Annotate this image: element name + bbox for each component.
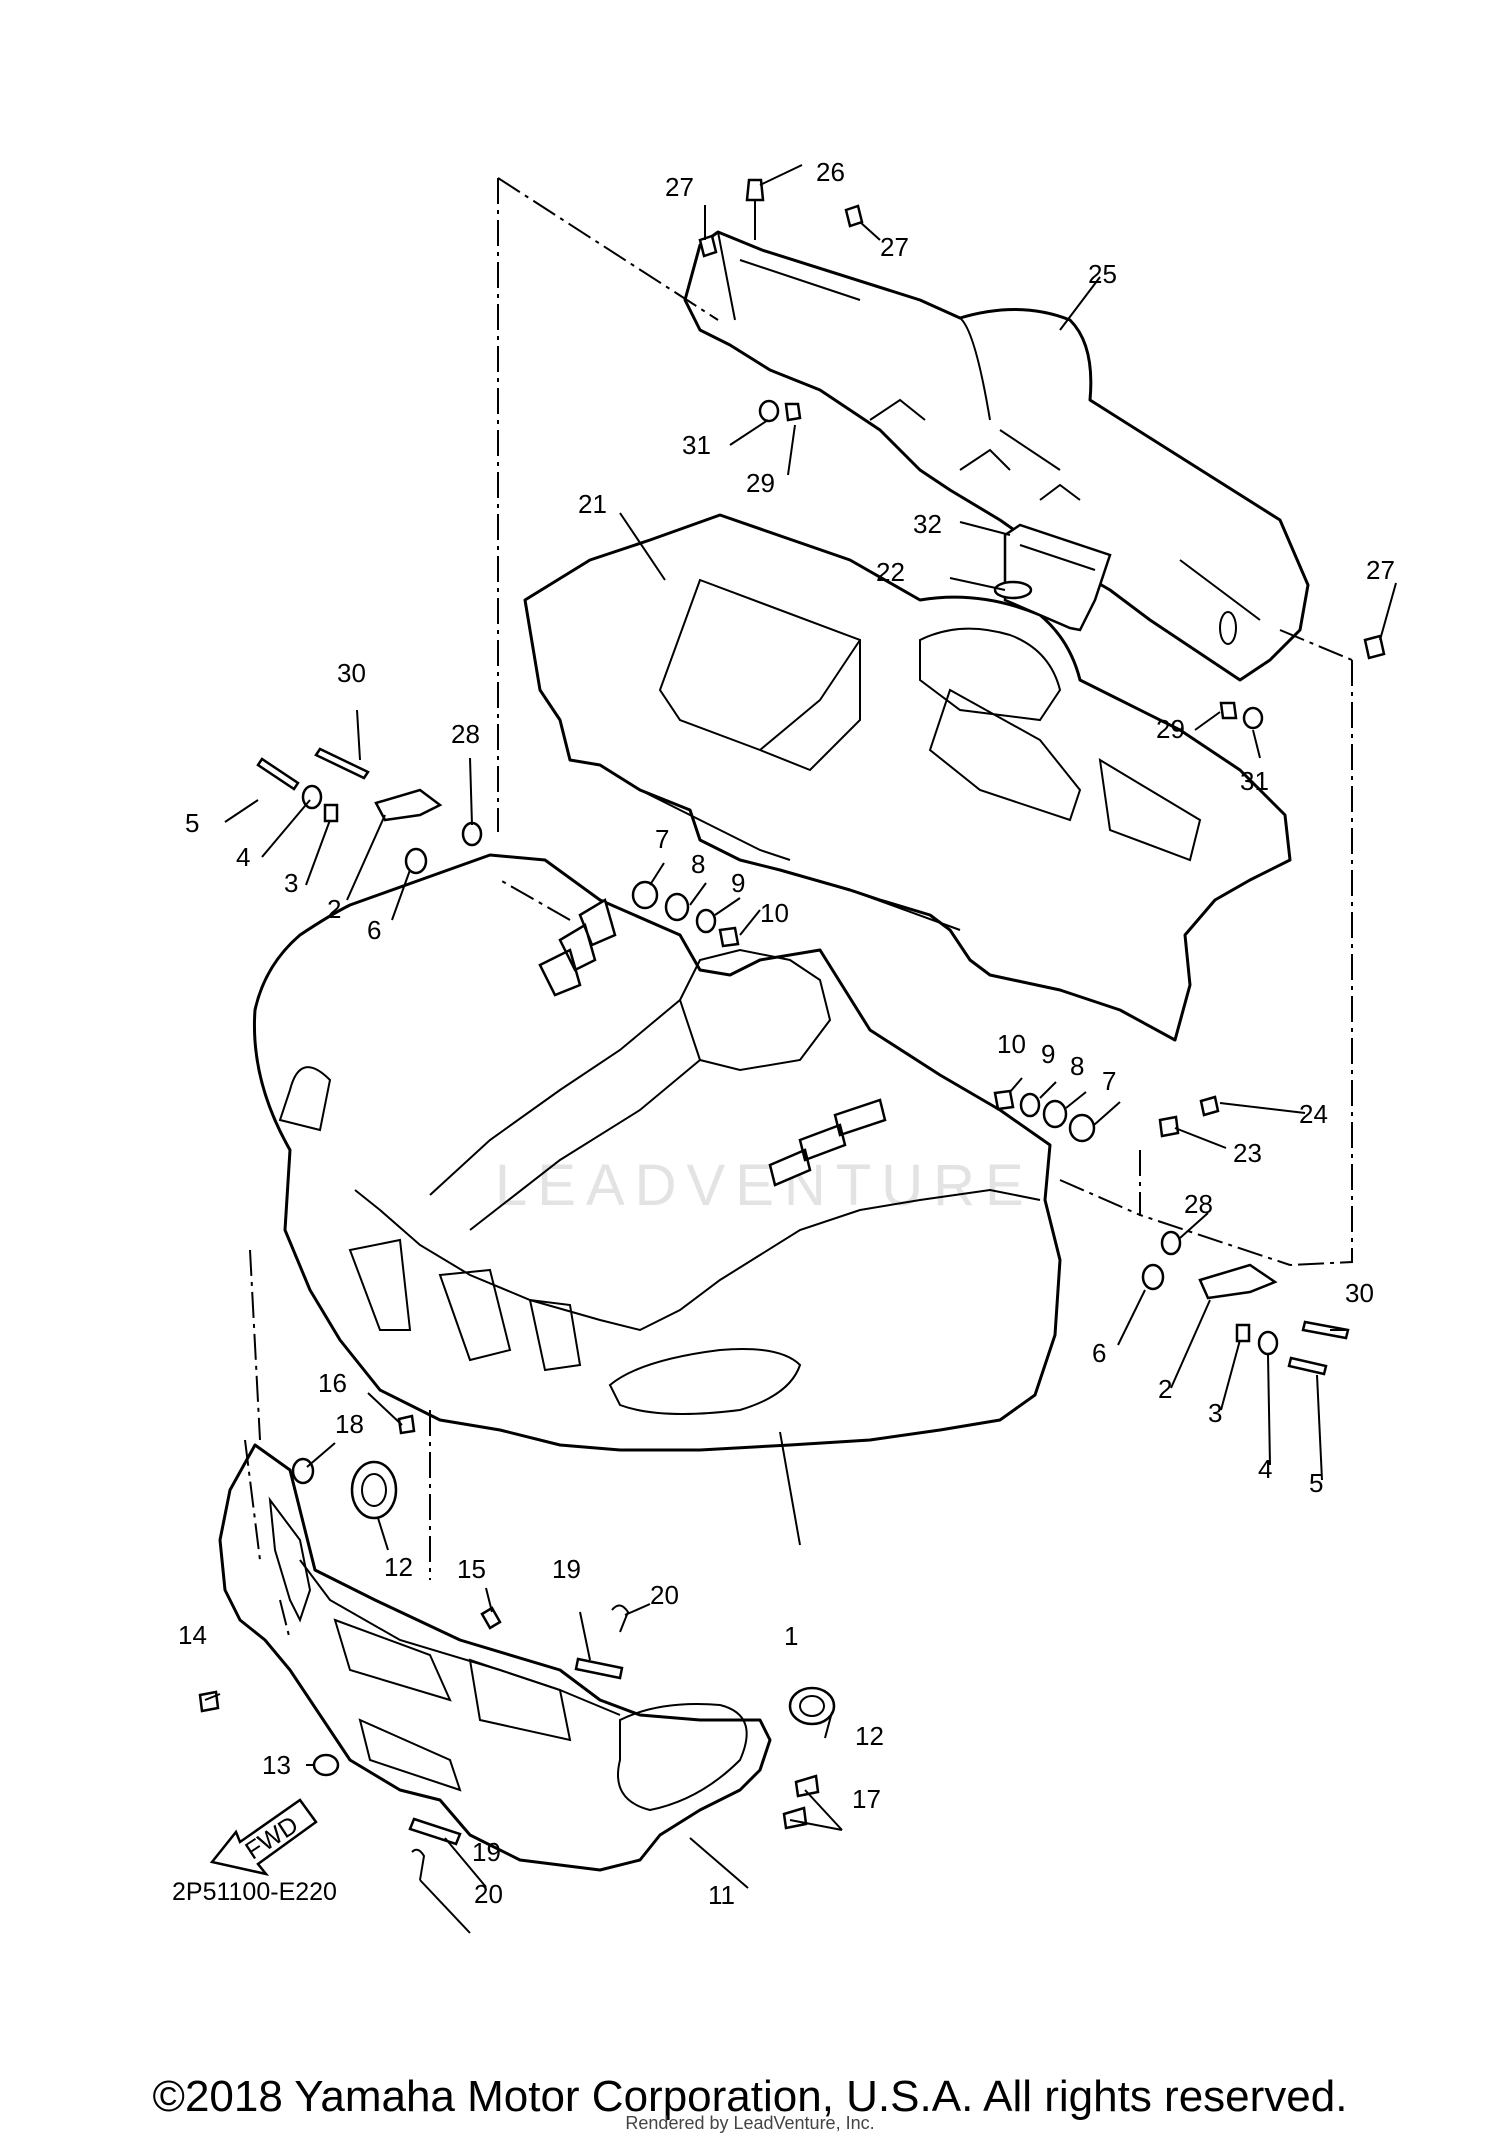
- forward-direction-arrow: FWD: [209, 1798, 318, 1876]
- callout-10: 10: [760, 898, 789, 928]
- callout-2: 2: [1158, 1374, 1172, 1404]
- callout-21: 21: [578, 489, 607, 519]
- callout-3: 3: [1208, 1398, 1222, 1428]
- copyright-notice: ©2018 Yamaha Motor Corporation, U.S.A. A…: [152, 2072, 1348, 2121]
- callout-5: 5: [1309, 1468, 1323, 1498]
- alignment-lines: [244, 177, 1353, 1641]
- callout-6: 6: [367, 915, 381, 945]
- callout-23: 23: [1233, 1138, 1262, 1168]
- callout-8: 8: [1070, 1051, 1084, 1081]
- callout-labels: 1 2 2 3 3 4 4 5 5 6 6 7 7 8 8 9 9 10 10 …: [178, 157, 1395, 1910]
- callout-2: 2: [327, 894, 341, 924]
- callout-19: 19: [472, 1837, 501, 1867]
- callout-31: 31: [1240, 766, 1269, 796]
- callout-18: 18: [335, 1409, 364, 1439]
- part-11-front-grille: [218, 1443, 772, 1872]
- callout-27: 27: [880, 232, 909, 262]
- callout-22: 22: [876, 557, 905, 587]
- callout-10: 10: [997, 1029, 1026, 1059]
- diagram-code: 2P51100-E220: [172, 1878, 337, 1906]
- callout-27: 27: [1366, 555, 1395, 585]
- callout-17: 17: [852, 1784, 881, 1814]
- callout-4: 4: [1258, 1454, 1272, 1484]
- callout-14: 14: [178, 1620, 207, 1650]
- callout-12: 12: [855, 1721, 884, 1751]
- leader-lines: [204, 164, 1397, 1934]
- callout-3: 3: [284, 868, 298, 898]
- callout-7: 7: [655, 824, 669, 854]
- callout-12: 12: [384, 1552, 413, 1582]
- callout-28: 28: [1184, 1189, 1213, 1219]
- callout-27: 27: [665, 172, 694, 202]
- callout-26: 26: [816, 157, 845, 187]
- callout-9: 9: [731, 868, 745, 898]
- callout-29: 29: [1156, 714, 1185, 744]
- part-32-meter-housing: [1003, 523, 1112, 632]
- part-21-dash-panel: [523, 513, 1292, 1042]
- callout-30: 30: [337, 658, 366, 688]
- callout-28: 28: [451, 719, 480, 749]
- callout-20: 20: [474, 1879, 503, 1909]
- callout-9: 9: [1041, 1039, 1055, 1069]
- part-22-seal: [993, 580, 1033, 600]
- callout-8: 8: [691, 849, 705, 879]
- callout-4: 4: [236, 842, 250, 872]
- callout-5: 5: [185, 808, 199, 838]
- callout-16: 16: [318, 1368, 347, 1398]
- callout-19: 19: [552, 1554, 581, 1584]
- part-25-dash-cover: [683, 230, 1310, 682]
- part-1-front-cowl: [252, 853, 1062, 1452]
- callout-25: 25: [1088, 259, 1117, 289]
- callout-13: 13: [262, 1750, 291, 1780]
- callout-15: 15: [457, 1554, 486, 1584]
- callout-20: 20: [650, 1580, 679, 1610]
- callout-32: 32: [913, 509, 942, 539]
- callout-31: 31: [682, 430, 711, 460]
- callout-7: 7: [1102, 1066, 1116, 1096]
- callout-1: 1: [784, 1621, 798, 1651]
- callout-11: 11: [708, 1880, 735, 1910]
- leadventure-watermark: LEADVENTURE: [495, 1153, 1034, 1218]
- callout-30: 30: [1345, 1278, 1374, 1308]
- callout-29: 29: [746, 468, 775, 498]
- rendered-by-credit: Rendered by LeadVenture, Inc.: [625, 2113, 875, 2133]
- callout-24: 24: [1299, 1099, 1328, 1129]
- callout-6: 6: [1092, 1338, 1106, 1368]
